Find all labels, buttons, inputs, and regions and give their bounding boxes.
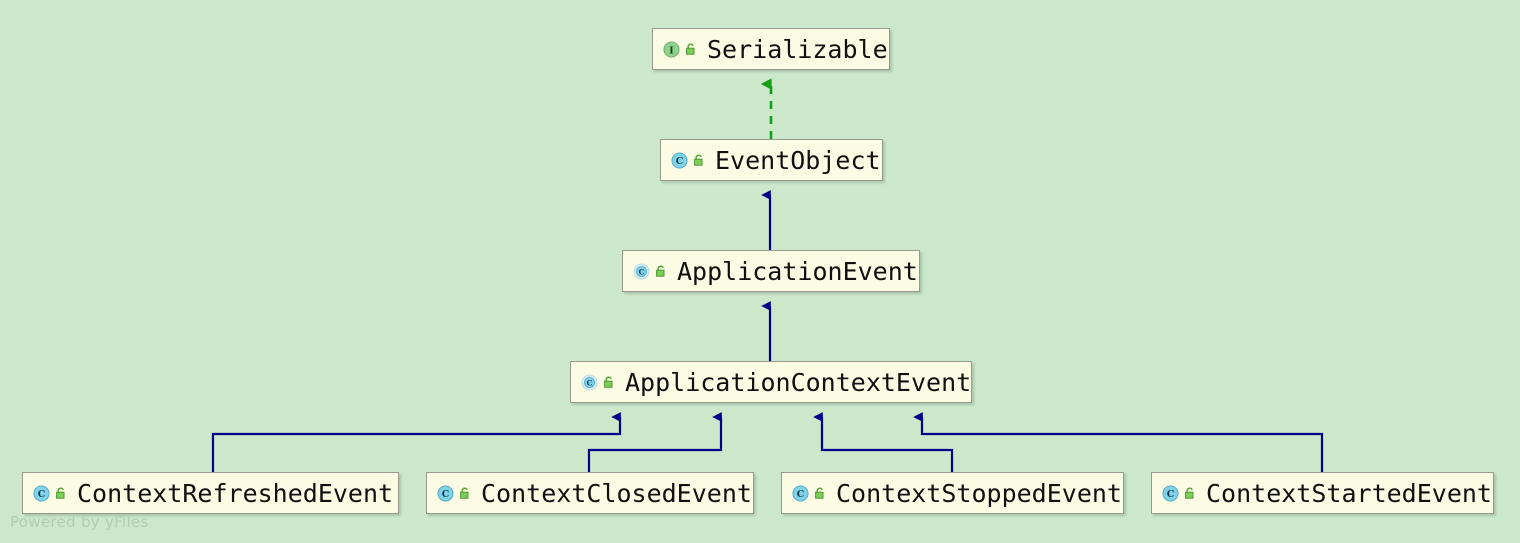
abstract-class-icon: C [581,373,598,391]
node-context-started-event[interactable]: C ContextStartedEvent [1151,472,1494,514]
node-icons: C [33,484,68,502]
node-context-closed-event[interactable]: C ContextClosedEvent [426,472,754,514]
node-event-object[interactable]: C EventObject [660,139,883,181]
node-icons: C [671,151,706,169]
edge-contextrefreshedevent-applicationcontextevent [211,412,622,472]
public-lock-icon [1185,487,1194,499]
node-context-refreshed-event[interactable]: C ContextRefreshedEvent [22,472,399,514]
node-icons: C [1162,484,1197,502]
public-lock-icon [604,376,613,388]
class-icon: C [33,484,50,502]
class-icon: C [792,484,809,502]
public-lock-icon [460,487,469,499]
node-icons: C [581,373,616,391]
yfiles-watermark: Powered by yFiles [10,513,149,531]
svg-text:C: C [1167,489,1175,500]
interface-icon: I [663,40,680,58]
edge-contextstartedevent-applicationcontextevent [913,412,1324,472]
node-label: ContextStartedEvent [1206,478,1492,508]
svg-text:C: C [38,489,46,500]
public-lock-icon [56,487,65,499]
public-lock-icon [815,487,824,499]
svg-text:C: C [797,489,805,500]
node-icons: C [633,262,668,280]
public-lock-icon [694,154,703,166]
node-label: EventObject [715,145,881,175]
node-context-stopped-event[interactable]: C ContextStoppedEvent [781,472,1124,514]
svg-text:C: C [587,378,593,387]
node-label: ApplicationEvent [677,256,918,286]
node-label: ContextStoppedEvent [836,478,1122,508]
node-label: ContextClosedEvent [481,478,752,508]
public-lock-icon [686,43,695,55]
edge-contextstoppedevent-applicationcontextevent [813,412,954,472]
node-serializable[interactable]: I Serializable [652,28,890,70]
svg-text:I: I [669,45,673,56]
svg-text:C: C [442,489,450,500]
public-lock-icon [656,265,665,277]
node-label: ApplicationContextEvent [625,367,972,397]
class-icon: C [671,151,688,169]
node-icons: I [663,40,698,58]
node-label: Serializable [707,34,888,64]
class-icon: C [1162,484,1179,502]
abstract-class-icon: C [633,262,650,280]
svg-text:C: C [676,156,684,167]
node-icons: C [792,484,827,502]
edge-contextclosedevent-applicationcontextevent [587,412,723,472]
class-icon: C [437,484,454,502]
node-application-context-event[interactable]: C ApplicationContextEvent [570,361,972,403]
node-application-event[interactable]: C ApplicationEvent [622,250,920,292]
node-label: ContextRefreshedEvent [77,478,394,508]
svg-text:C: C [639,267,645,276]
node-icons: C [437,484,472,502]
